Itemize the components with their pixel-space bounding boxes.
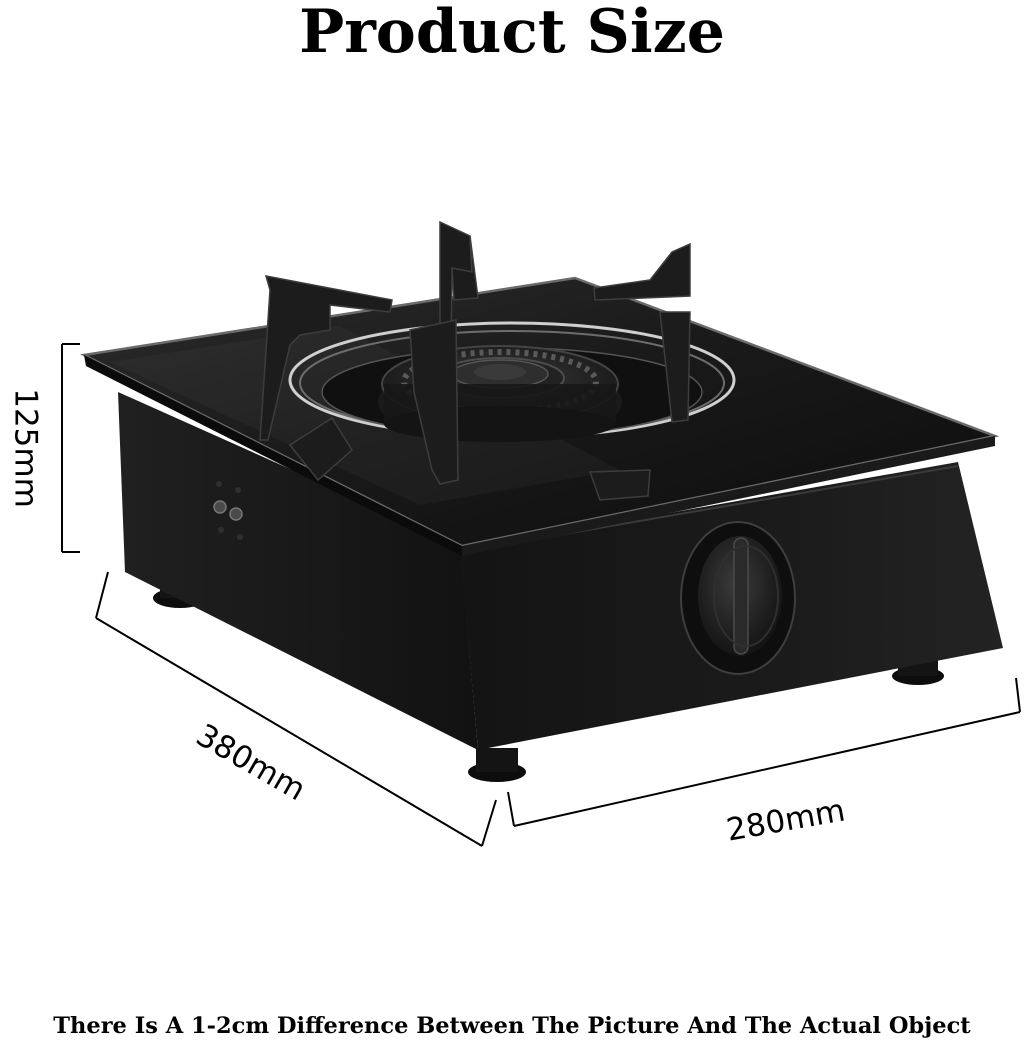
pan-support bbox=[259, 220, 691, 501]
disclaimer-note: There Is A 1-2cm Difference Between The … bbox=[53, 1013, 971, 1039]
side-vent-screws bbox=[213, 481, 243, 540]
depth-label: 380mm bbox=[190, 717, 312, 808]
width-label: 280mm bbox=[724, 792, 848, 848]
depth-dimension-line bbox=[95, 571, 497, 847]
gas-stove-illustration bbox=[79, 220, 1003, 782]
control-knob-icon bbox=[680, 521, 796, 675]
height-dimension-line bbox=[61, 343, 80, 553]
width-dimension-line bbox=[507, 677, 1021, 827]
page-title: Product Size bbox=[299, 0, 725, 67]
height-label: 125mm bbox=[8, 388, 44, 508]
